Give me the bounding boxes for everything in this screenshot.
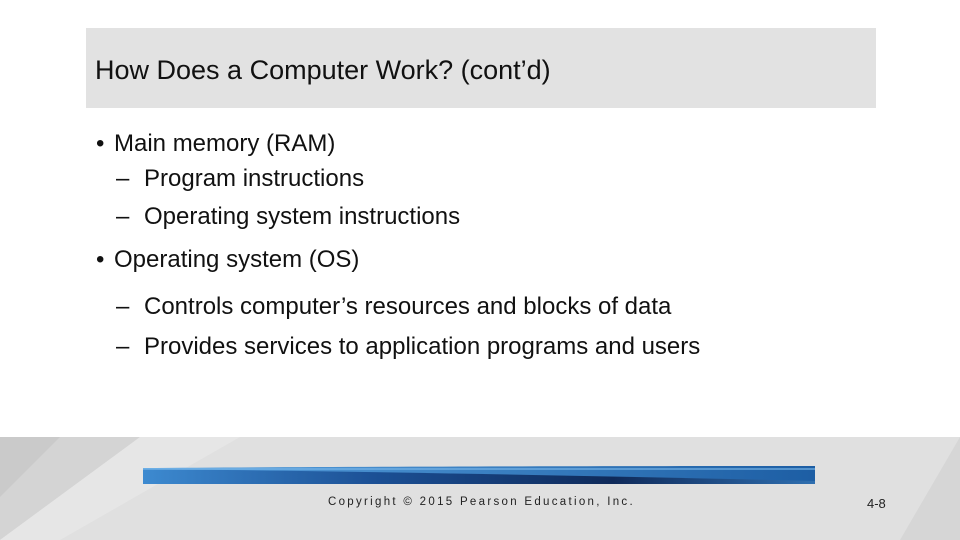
sub-bullet-provides-services: –Provides services to application progra… xyxy=(96,328,896,366)
copyright-text: Copyright © 2015 Pearson Education, Inc. xyxy=(328,496,635,508)
page-number: 4-8 xyxy=(867,496,886,511)
sub-bullet-text: Program instructions xyxy=(144,165,365,192)
bullet-text: Main memory (RAM) xyxy=(114,130,336,157)
sub-bullet-marker: – xyxy=(116,333,130,360)
sub-bullet-text: Provides services to application program… xyxy=(144,333,701,360)
bullet-marker: • xyxy=(96,130,105,157)
bullet-text: Operating system (OS) xyxy=(114,246,360,273)
sub-bullet-marker: – xyxy=(116,203,130,230)
sub-bullet-os-instructions: –Operating system instructions xyxy=(96,196,896,238)
sub-bullet-marker: – xyxy=(116,165,130,192)
footer-band xyxy=(0,437,960,540)
footer-decoration xyxy=(0,437,960,540)
bullet-marker: • xyxy=(96,246,105,273)
bullet-main-memory: • Main memory (RAM) xyxy=(96,126,896,162)
sub-bullet-program-instructions: –Program instructions xyxy=(96,162,896,196)
title-bar: How Does a Computer Work? (cont’d) xyxy=(86,28,876,108)
bullet-operating-system: • Operating system (OS) xyxy=(96,238,896,282)
slide-title: How Does a Computer Work? (cont’d) xyxy=(95,55,551,85)
sub-bullet-controls-resources: –Controls computer’s resources and block… xyxy=(96,286,896,328)
sub-bullet-text: Controls computer’s resources and blocks… xyxy=(144,293,672,320)
sub-bullet-marker: – xyxy=(116,293,130,320)
slide-body: •Main memory (RAM) –Program instructions… xyxy=(96,126,896,366)
sub-bullet-text: Operating system instructions xyxy=(144,203,461,230)
